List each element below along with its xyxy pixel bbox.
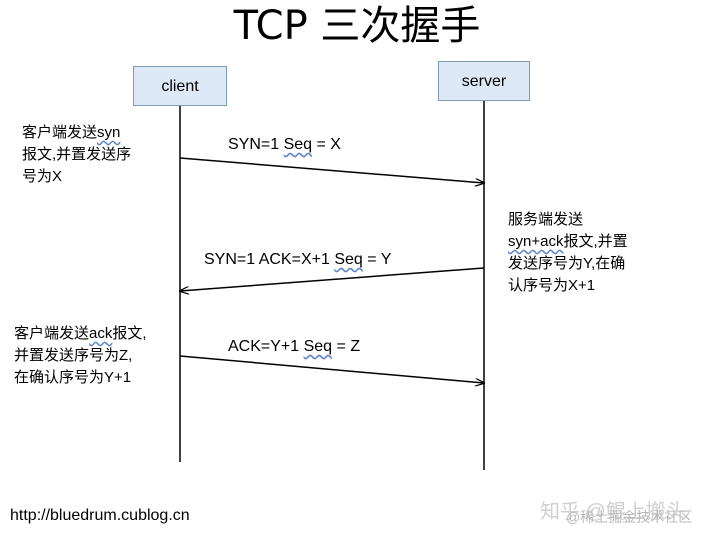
syn-arrow bbox=[179, 157, 484, 183]
juejin-watermark: @稀土掘金技术社区 bbox=[566, 509, 693, 525]
client-ack-note: 客户端发送ack报文, 并置发送序号为Z, 在确认序号为Y+1 bbox=[14, 325, 147, 386]
server-box: server bbox=[438, 61, 530, 101]
client-box: client bbox=[133, 66, 227, 106]
ack-message-label: ACK=Y+1 Seq = Z bbox=[228, 338, 361, 355]
syn-message-label: SYN=1 Seq = X bbox=[228, 136, 341, 153]
page-title: TCP 三次握手 bbox=[233, 3, 481, 49]
syn-ack-message-label: SYN=1 ACK=X+1 Seq = Y bbox=[204, 251, 392, 268]
server-syn-ack-note: 服务端发送 syn+ack报文,并置 发送序号为Y,在确 认序号为X+1 bbox=[508, 211, 628, 294]
ack-arrow bbox=[179, 355, 484, 383]
client-syn-note: 客户端发送syn 报文,并置发送序 号为X bbox=[22, 124, 132, 185]
source-url: http://bluedrum.cublog.cn bbox=[10, 507, 190, 524]
zhihu-watermark: 知乎 @鲲上搬头 bbox=[540, 501, 686, 523]
syn-ack-arrow bbox=[180, 267, 485, 291]
